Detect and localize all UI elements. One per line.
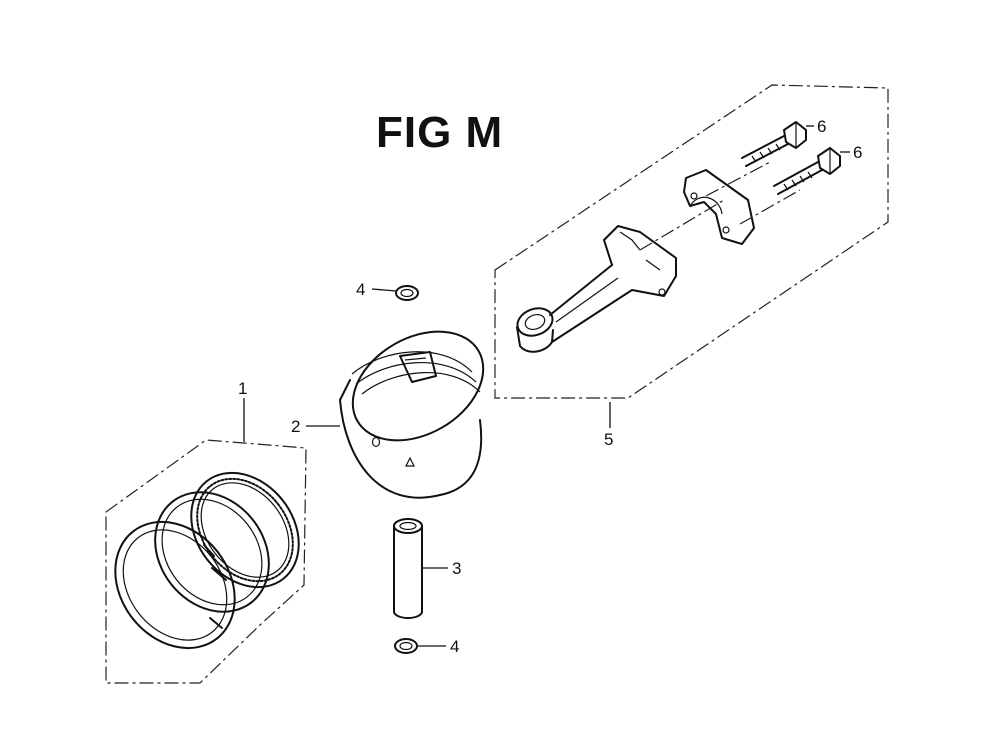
conrod-group-outline [494,84,889,399]
piston-ring-set [114,471,300,650]
piston-pin-clip-bottom [394,638,418,654]
callout-2: 2 [291,417,300,436]
piston-pin [393,518,423,619]
callout-5: 5 [604,430,613,449]
callout-6-upper: 6 [817,117,826,136]
callout-3: 3 [452,559,461,578]
piston-pin-clip-top [395,285,419,301]
callout-6-lower: 6 [853,143,862,162]
ring-set-group-outline [105,439,307,684]
callout-4-bottom: 4 [450,637,459,656]
connecting-rod [516,199,725,353]
leader-4-top [371,288,397,292]
leader-lines [243,125,850,647]
connecting-rod-bolt-upper [741,121,807,167]
piston [339,330,485,499]
figure-title: FIG M [376,108,504,157]
part-reference-numbers: 1 2 3 4 4 5 6 6 [238,117,862,656]
connecting-rod-cap [683,161,801,245]
callout-4-top: 4 [356,280,365,299]
connecting-rod-bolt-lower [773,147,841,195]
callout-1: 1 [238,379,247,398]
